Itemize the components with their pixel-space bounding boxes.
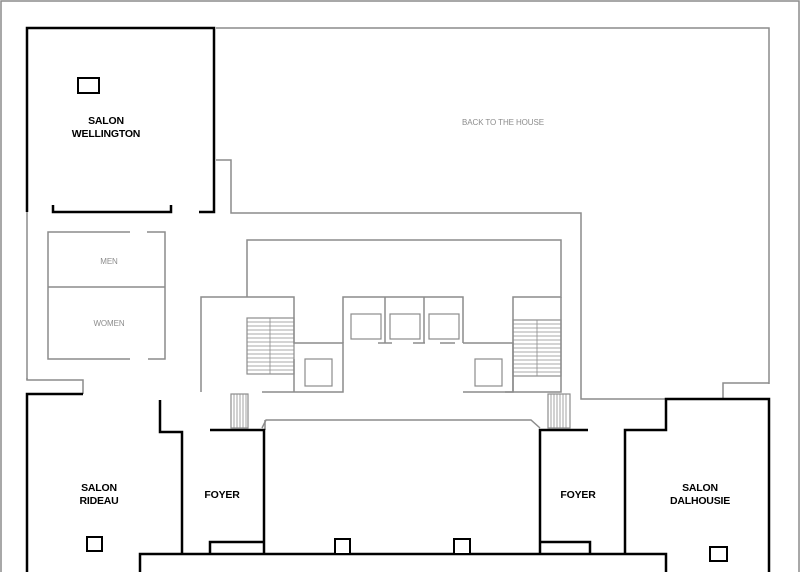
foyer-right-label: FOYER	[560, 489, 596, 501]
washroom-left-wall	[47, 231, 130, 360]
core-left-block	[200, 296, 344, 393]
washroom-men-outline	[147, 231, 166, 360]
women-washroom-label: WOMEN	[93, 319, 125, 328]
salon-dalhousie-label-line-2: DALHOUSIE	[669, 495, 731, 507]
foyer-right-door	[540, 540, 592, 554]
elevator-car-2	[389, 313, 421, 340]
salon-rideau-walls	[25, 392, 83, 572]
elevator-car-3	[428, 313, 460, 340]
foyer-left-label: FOYER	[204, 489, 240, 501]
ballroom-pillar-left	[334, 538, 351, 555]
stair-landing-left	[230, 393, 249, 429]
men-washroom-label: MEN	[100, 257, 118, 266]
salon-wellington-label-line-1: SALON	[88, 115, 124, 127]
salon-rideau-label: SALON RIDEAU	[79, 482, 118, 508]
salon-dalhousie-walls	[623, 397, 771, 572]
salon-dalhousie-label-line-1: SALON	[682, 482, 718, 494]
foyer-right-walls	[538, 428, 588, 554]
salon-dalhousie-label: SALON DALHOUSIE	[670, 482, 730, 508]
ballroom-pillar-right	[453, 538, 471, 555]
lift-left	[304, 358, 333, 387]
service-step-right	[722, 382, 769, 399]
salon-rideau-label-line-2: RIDEAU	[79, 495, 119, 507]
core-right-block	[463, 342, 514, 393]
salon-wellington-label-line-2: WELLINGTON	[71, 128, 141, 140]
salon-wellington-walls	[25, 26, 216, 214]
back-of-house-outline	[216, 27, 770, 384]
salon-wellington-partition	[51, 205, 173, 214]
entry-left	[26, 378, 84, 394]
lift-right	[474, 358, 503, 387]
salon-wellington-column	[77, 77, 100, 94]
salon-rideau-column	[86, 536, 103, 552]
salon-wellington-label: SALON WELLINGTON	[71, 115, 141, 141]
corridor-wall-upper	[216, 159, 666, 400]
ballroom-lower-wall	[138, 552, 668, 572]
ballroom-outline	[261, 419, 541, 429]
elevator-lobby	[342, 296, 464, 343]
salon-dalhousie-column	[709, 546, 728, 562]
salon-rideau-label-line-1: SALON	[81, 482, 117, 494]
foyer-left-door	[208, 540, 264, 554]
stair-left	[246, 317, 295, 375]
back-to-house-label: BACK TO THE HOUSE	[462, 118, 544, 127]
foyer-left-walls	[210, 428, 266, 554]
elevator-car-1	[350, 313, 382, 340]
salon-rideau-partition	[158, 400, 184, 554]
stair-right	[512, 319, 562, 377]
stair-landing-right	[547, 393, 571, 429]
core-upper-wall	[246, 239, 562, 343]
